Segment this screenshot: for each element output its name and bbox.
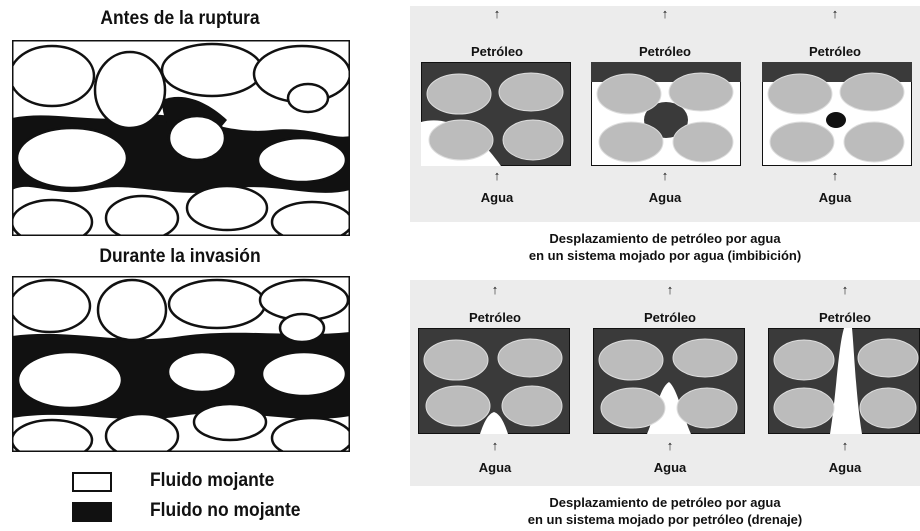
legend-swatch-wetting [72,472,112,492]
water-arrow-4: ↑ [435,438,555,453]
oil-arrow-4: ↑ [435,282,555,297]
imbibition-cell-1 [421,62,571,166]
oil-arrow-1: ↑ [437,6,557,21]
water-label-4: Agua [435,460,555,475]
imbibition-cell-2 [591,62,741,166]
drainage-cell-1 [418,328,570,434]
water-arrow-2: ↑ [605,168,725,183]
oil-arrow-3: ↑ [775,6,895,21]
imbibition-caption-line1: Desplazamiento de petróleo por agua [410,230,920,247]
oil-label-3: Petróleo [775,44,895,59]
imbibition-caption-line2: en un sistema mojado por agua (imbibició… [410,247,920,264]
water-label-6: Agua [785,460,905,475]
water-arrow-3: ↑ [775,168,895,183]
title-during-invasion: Durante la invasión [24,246,337,268]
water-label-5: Agua [610,460,730,475]
oil-arrow-2: ↑ [605,6,725,21]
water-label-3: Agua [775,190,895,205]
water-arrow-6: ↑ [785,438,905,453]
water-arrow-5: ↑ [610,438,730,453]
oil-label-6: Petróleo [785,310,905,325]
drainage-cell-3 [768,328,920,434]
pore-network-before [12,40,350,236]
title-before-breakthrough: Antes de la ruptura [24,8,337,30]
legend-label-wetting: Fluido mojante [150,470,274,492]
drainage-caption-line1: Desplazamiento de petróleo por agua [410,494,920,511]
water-arrow-1: ↑ [437,168,557,183]
oil-arrow-6: ↑ [785,282,905,297]
oil-label-5: Petróleo [610,310,730,325]
drainage-caption-line2: en un sistema mojado por petróleo (drena… [410,511,920,528]
imbibition-cell-3 [762,62,912,166]
oil-label-2: Petróleo [605,44,725,59]
water-label-2: Agua [605,190,725,205]
oil-label-4: Petróleo [435,310,555,325]
drainage-cell-2 [593,328,745,434]
pore-network-during [12,276,350,452]
oil-label-1: Petróleo [437,44,557,59]
legend-swatch-nonwetting [72,502,112,522]
legend-label-nonwetting: Fluido no mojante [150,500,301,522]
oil-arrow-5: ↑ [610,282,730,297]
water-label-1: Agua [437,190,557,205]
